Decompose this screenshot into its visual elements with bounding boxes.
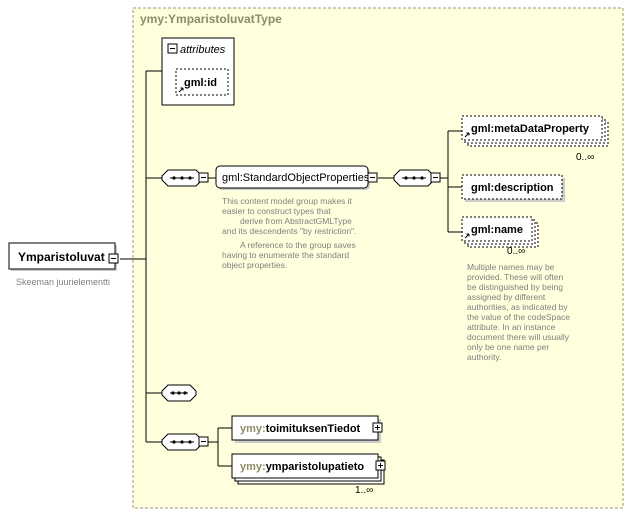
toimitus-name: toimituksenTiedot [266,423,361,435]
element-gml-description[interactable]: gml:description [461,174,565,202]
sequence-1-collapse-icon[interactable] [198,172,209,183]
element-ymy-toimituksentiedot[interactable]: ymy:toimituksenTiedot [231,415,381,443]
svg-text:derive from AbstractGMLType: derive from AbstractGMLType [240,216,352,226]
svg-text:assigned by different: assigned by different [467,292,546,302]
element-gml-metadataproperty[interactable]: gml:metaDataProperty [461,115,609,147]
svg-text:only be one name per: only be one name per [467,342,549,352]
svg-text:A reference to the group saves: A reference to the group saves [240,240,356,250]
standard-object-properties-description: This content model group makes it easier… [222,196,357,270]
svg-text:authorities, as indicated by: authorities, as indicated by [467,302,568,312]
reference-arrow-icon [178,87,184,93]
svg-text:ymy:ymparistolupatieto: ymy:ymparistolupatieto [240,461,364,473]
reference-arrow-icon [464,233,470,239]
element-ymy-ymparistolupatieto[interactable]: ymy:ymparistolupatieto [231,453,385,485]
attribute-gml-id[interactable]: gml:id [175,68,229,96]
root-element[interactable]: Ymparistoluvat [8,242,117,271]
svg-text:and its descendents "by restri: and its descendents "by restriction". [222,226,357,236]
sequence-compositor-2[interactable] [393,169,435,187]
sequence-compositor-empty[interactable] [161,384,197,402]
svg-text:object properties.: object properties. [222,260,287,270]
svg-text:having to enumerate the standa: having to enumerate the standard [222,250,349,260]
svg-text:attribute. In an instance: attribute. In an instance [467,322,556,332]
svg-text:be distinguished by being: be distinguished by being [467,282,563,292]
ymparisto-name: ymparistolupatieto [266,461,365,473]
ymparisto-expand-icon[interactable] [375,460,386,471]
svg-text:This content model group makes: This content model group makes it [222,196,353,206]
ymparisto-prefix: ymy: [240,461,266,473]
standard-object-properties-group[interactable]: gml:StandardObjectProperties [215,165,370,190]
reference-arrow-icon [464,132,470,138]
gml-name-note: Multiple names may be provided. These wi… [467,262,570,362]
element-gml-name[interactable]: gml:name [461,216,539,248]
attributes-collapse-icon[interactable] [167,43,178,54]
gml-metadataproperty-cardinality: 0..∞ [576,152,594,163]
root-caption: Skeeman juurielementti [16,277,110,287]
gml-name-cardinality: 0..∞ [507,246,525,257]
svg-text:Multiple names may be: Multiple names may be [467,262,555,272]
attribute-gml-id-label: gml:id [184,77,217,89]
svg-text:provided. These will often: provided. These will often [467,272,564,282]
svg-text:authority.: authority. [467,352,501,362]
root-collapse-icon[interactable] [108,253,119,264]
standard-object-properties-label: gml:StandardObjectProperties [222,172,370,184]
attributes-label: attributes [180,44,226,56]
sequence-2-collapse-icon[interactable] [430,172,441,183]
root-label: Ymparistoluvat [18,250,105,264]
sequence-3-collapse-icon[interactable] [198,436,209,447]
gml-name-label: gml:name [471,224,523,236]
svg-text:easier to construct types that: easier to construct types that [222,206,331,216]
ymparisto-cardinality: 1..∞ [355,485,373,496]
standard-object-properties-collapse-icon[interactable] [367,172,378,183]
gml-metadataproperty-label: gml:metaDataProperty [471,123,590,135]
toimitus-prefix: ymy: [240,423,266,435]
toimitus-expand-icon[interactable] [372,422,383,433]
svg-text:document there will usually: document there will usually [467,332,570,342]
type-title: ymy:YmparistoluvatType [140,12,282,26]
sequence-compositor-3[interactable] [161,433,203,451]
svg-text:ymy:toimituksenTiedot: ymy:toimituksenTiedot [240,423,361,435]
svg-text:the value of the codeSpace: the value of the codeSpace [467,312,570,322]
sequence-compositor-1[interactable] [161,169,203,187]
gml-description-label: gml:description [471,182,554,194]
